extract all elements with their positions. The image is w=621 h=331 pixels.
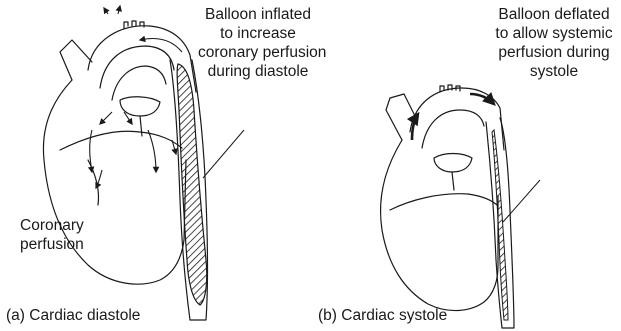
leader-balloon-a <box>203 130 244 178</box>
caption-diastole: (a) Cardiac diastole <box>6 306 140 325</box>
flow-arrows-b <box>412 94 494 140</box>
balloon-note-inflated: Balloon inflated to increase coronary pe… <box>198 5 318 81</box>
balloon-note-deflated: Balloon deflated to allow systemic perfu… <box>486 5 621 81</box>
vena-cava-a <box>60 40 92 80</box>
balloon-inflated <box>177 64 207 305</box>
caption-systole: (b) Cardiac systole <box>318 306 447 325</box>
coronary-perfusion-label: Coronary perfusion <box>20 216 84 254</box>
heart-outline-b <box>381 140 498 311</box>
heart-diagram-systole <box>381 85 514 328</box>
